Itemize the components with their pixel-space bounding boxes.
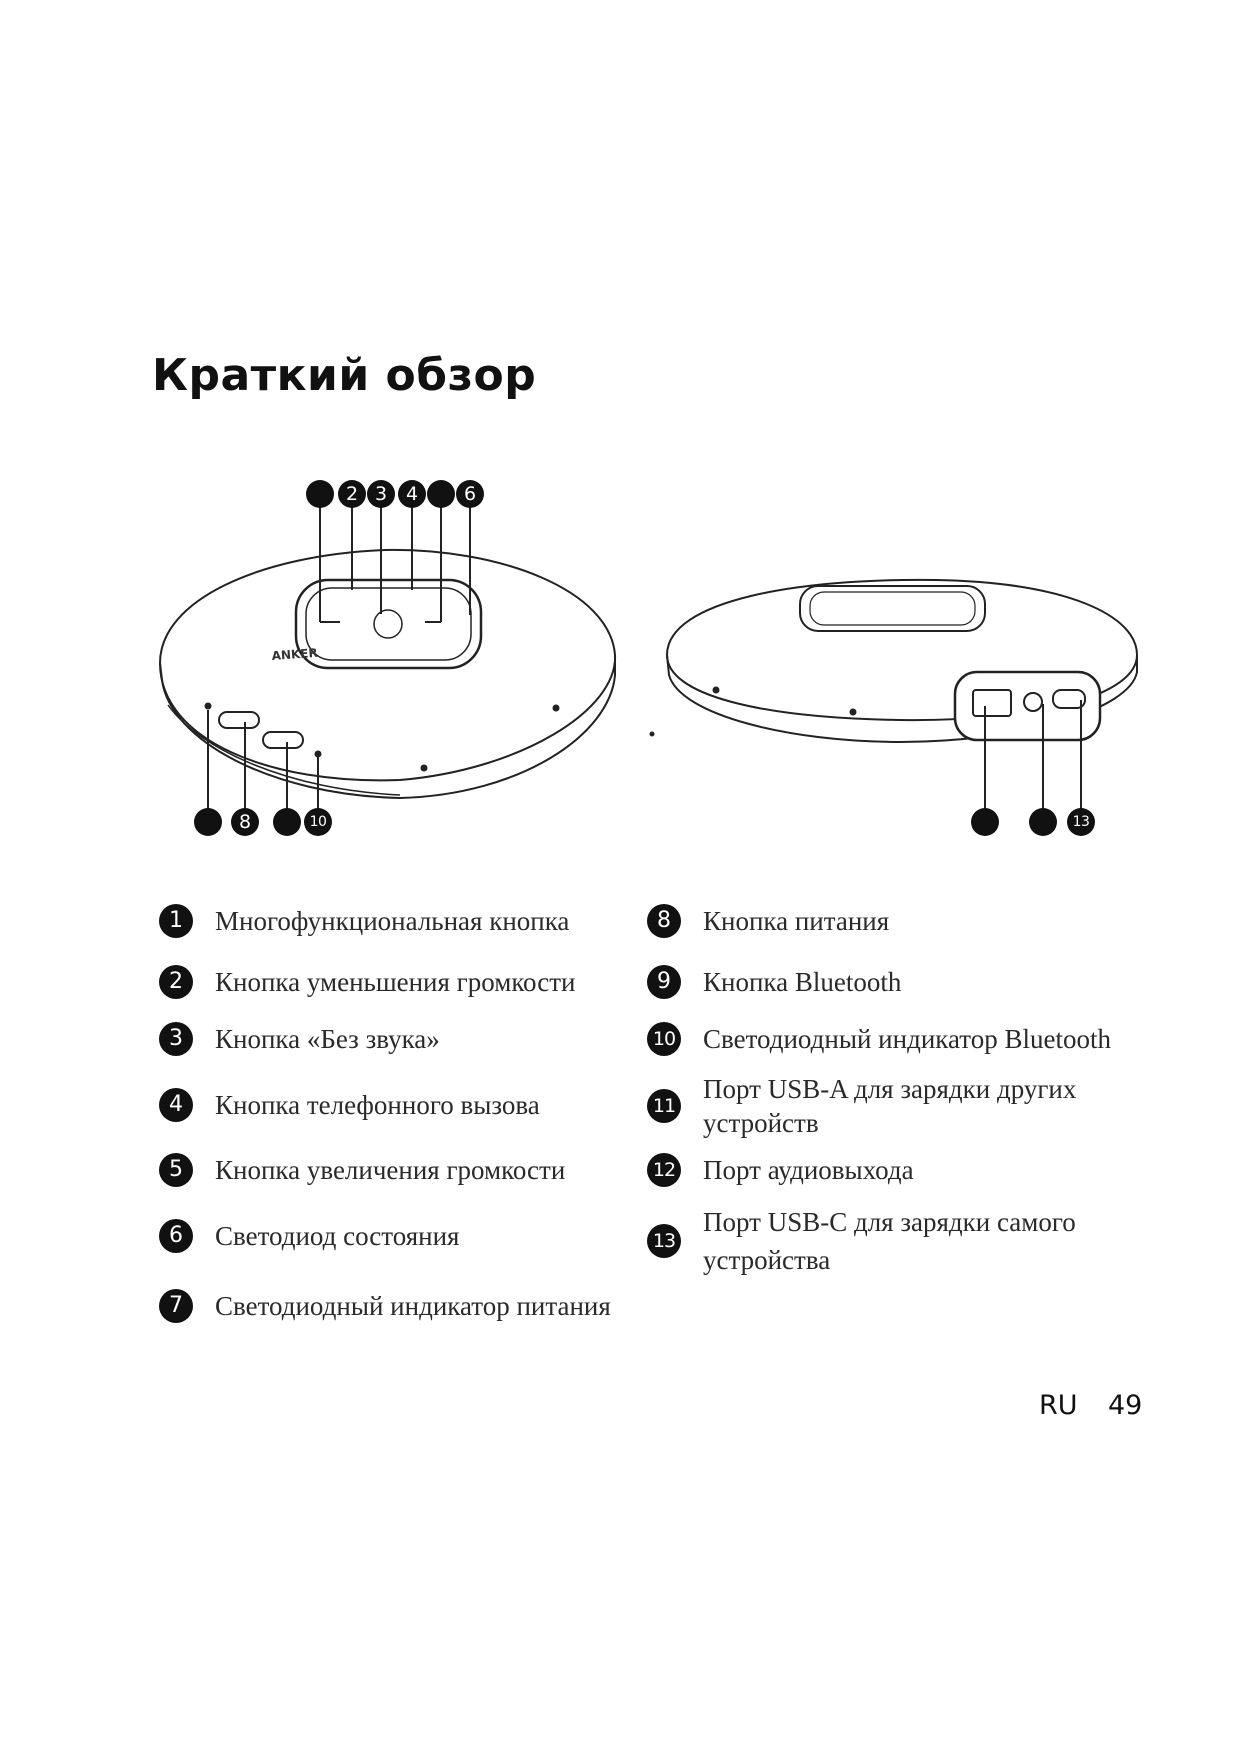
brand-mark: ANKER bbox=[271, 646, 318, 663]
item-label: Кнопка увеличения громкости bbox=[215, 1155, 566, 1185]
list-item: 13 Порт USB-C для зарядки самого устройс… bbox=[647, 1203, 1076, 1279]
list-item: 8 Кнопка питания bbox=[647, 904, 889, 938]
item-label-line2: устройства bbox=[703, 1245, 831, 1275]
item-label-line1: Порт USB-C для зарядки самого bbox=[703, 1207, 1076, 1237]
callout-7-dot bbox=[194, 808, 222, 836]
list-item: 6 Светодиод состояния bbox=[159, 1219, 459, 1253]
callout-5 bbox=[427, 480, 455, 508]
list-item: 1 Многофункциональная кнопка bbox=[159, 904, 569, 938]
callout-6: 6 bbox=[456, 480, 484, 508]
list-item: 9 Кнопка Bluetooth bbox=[647, 965, 901, 999]
list-item: 2 Кнопка уменьшения громкости bbox=[159, 965, 575, 999]
item-label: Кнопка телефонного вызова bbox=[215, 1090, 540, 1120]
item-number: 13 bbox=[647, 1224, 681, 1258]
callout-3: 3 bbox=[367, 480, 395, 508]
item-number: 10 bbox=[647, 1022, 681, 1056]
list-item: 12 Порт аудиовыхода bbox=[647, 1153, 914, 1187]
item-label: Кнопка питания bbox=[703, 906, 890, 936]
item-label: Кнопка «Без звука» bbox=[215, 1024, 440, 1054]
callout-12 bbox=[1029, 808, 1057, 836]
item-label: Порт USB-A для зарядки других устройств bbox=[703, 1072, 1076, 1140]
item-number: 5 bbox=[159, 1153, 193, 1187]
speaker-side-view bbox=[649, 578, 1139, 744]
item-label-line2: устройств bbox=[703, 1108, 819, 1138]
item-label: Светодиод состояния bbox=[215, 1221, 460, 1251]
callout-9 bbox=[273, 808, 301, 836]
item-label: Кнопка уменьшения громкости bbox=[215, 967, 576, 997]
item-label: Порт USB-C для зарядки самого устройства bbox=[703, 1203, 1076, 1279]
item-number: 3 bbox=[159, 1022, 193, 1056]
callout-11 bbox=[971, 808, 999, 836]
top-leader-lines bbox=[319, 494, 471, 623]
device-diagram: ANKER bbox=[0, 450, 1241, 860]
item-number: 12 bbox=[647, 1153, 681, 1187]
footer-page-number: 49 bbox=[1108, 1390, 1143, 1421]
speakerphone-illustration: ANKER bbox=[158, 494, 1139, 820]
item-number: 2 bbox=[159, 965, 193, 999]
item-number: 8 bbox=[647, 904, 681, 938]
callout-8: 8 bbox=[231, 808, 259, 836]
item-number: 1 bbox=[159, 904, 193, 938]
item-number: 9 bbox=[647, 965, 681, 999]
callout-2: 2 bbox=[338, 480, 366, 508]
page-title: Краткий обзор bbox=[152, 350, 537, 401]
footer-language: RU bbox=[1039, 1390, 1078, 1421]
list-item: 7 Светодиодный индикатор питания bbox=[159, 1289, 611, 1323]
callout-13: 13 bbox=[1067, 808, 1095, 836]
list-item: 10 Светодиодный индикатор Bluetooth bbox=[647, 1022, 1111, 1056]
item-number: 6 bbox=[159, 1219, 193, 1253]
list-item: 11 Порт USB-A для зарядки других устройс… bbox=[647, 1072, 1076, 1140]
bottom-right-leader-lines bbox=[984, 700, 1082, 820]
item-number: 11 bbox=[647, 1089, 681, 1123]
speaker-top-view bbox=[158, 548, 617, 800]
item-label: Кнопка Bluetooth bbox=[703, 967, 902, 997]
item-label: Светодиодный индикатор питания bbox=[215, 1291, 611, 1321]
list-item: 4 Кнопка телефонного вызова bbox=[159, 1088, 540, 1122]
item-label: Светодиодный индикатор Bluetooth bbox=[703, 1024, 1111, 1054]
list-item: 5 Кнопка увеличения громкости bbox=[159, 1153, 565, 1187]
item-number: 4 bbox=[159, 1088, 193, 1122]
item-number: 7 bbox=[159, 1289, 193, 1323]
callout-1 bbox=[306, 480, 334, 508]
callout-10: 10 bbox=[304, 808, 332, 836]
list-item: 3 Кнопка «Без звука» bbox=[159, 1022, 440, 1056]
item-label: Порт аудиовыхода bbox=[703, 1155, 914, 1185]
callout-4: 4 bbox=[398, 480, 426, 508]
item-label-line1: Порт USB-A для зарядки других bbox=[703, 1074, 1077, 1104]
item-label: Многофункциональная кнопка bbox=[215, 906, 570, 936]
